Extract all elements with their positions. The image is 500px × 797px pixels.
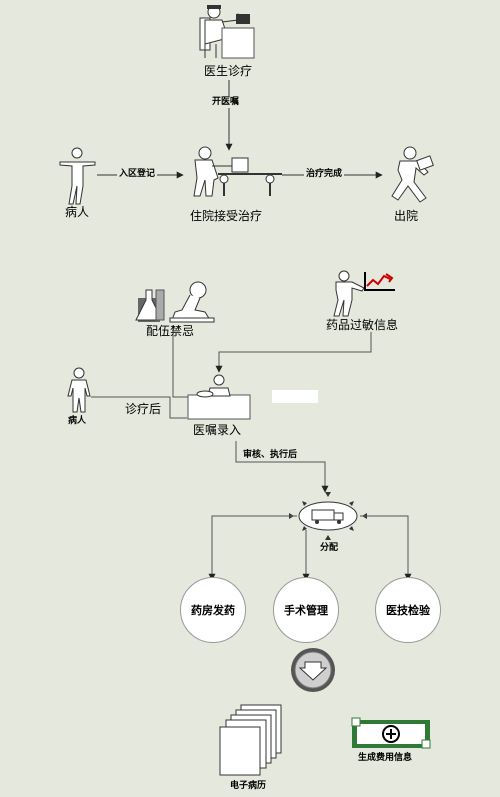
order-entry-label: 医嘱录入 (193, 423, 242, 437)
lab-label: 医技检验 (386, 604, 430, 617)
emr-label: 电子病历 (230, 781, 267, 791)
blank-placeholder (272, 390, 318, 403)
after-treat-label: 诊疗后 (123, 402, 164, 416)
admission-label: 入区登记 (117, 169, 158, 180)
patient-label: 病人 (65, 205, 90, 219)
review-label: 审核、执行后 (243, 450, 298, 460)
discharge-figure-icon (391, 146, 434, 203)
inpatient-treatment-icon (193, 146, 282, 197)
discharge-label: 出院 (394, 209, 419, 223)
allergy-label: 药品过敏信息 (326, 318, 399, 332)
surgery-node: 手术管理 (273, 577, 339, 643)
distribute-label: 分配 (320, 543, 339, 553)
doctor-label: 医生诊疗 (204, 64, 253, 78)
inpatient-label: 住院接受治疗 (190, 209, 263, 223)
flask-microscope-icon (135, 281, 215, 323)
pharmacy-node: 药房发药 (180, 577, 246, 643)
order-issue-label: 开医嘱 (210, 97, 242, 108)
compat-label: 配伍禁忌 (146, 324, 195, 338)
surgery-label: 手术管理 (284, 604, 328, 617)
document-stack-icon (219, 704, 282, 776)
distribution-hub (298, 501, 358, 531)
lab-node: 医技检验 (375, 577, 441, 643)
pharmacy-label: 药房发药 (191, 604, 235, 617)
patient-figure-icon (59, 147, 96, 205)
treatment-done-label: 治疗完成 (304, 169, 345, 180)
billing-banknote-icon (351, 717, 431, 749)
download-circle-icon (291, 648, 335, 692)
patient-figure-icon-2 (67, 367, 91, 413)
doctor-icon (199, 5, 255, 59)
billing-label: 生成费用信息 (358, 753, 413, 763)
patient-label-2: 病人 (68, 416, 87, 426)
allergy-chart-icon (333, 270, 395, 317)
order-entry-desk-icon (187, 374, 251, 420)
